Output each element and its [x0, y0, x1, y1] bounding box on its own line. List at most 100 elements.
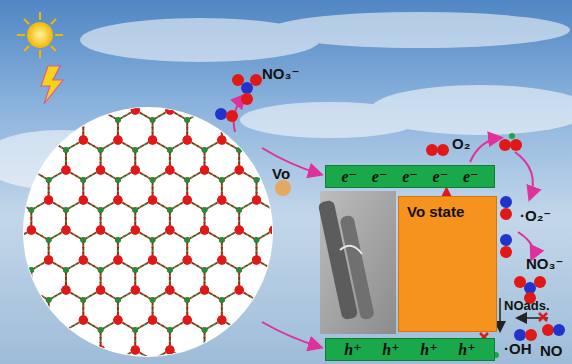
- lattice-bond: [291, 170, 308, 180]
- lattice-bond: [204, 330, 206, 350]
- lattice-atom: [61, 106, 70, 115]
- lattice-atom: [183, 136, 192, 145]
- lattice-atom: [131, 226, 140, 235]
- lattice-bond: [101, 350, 118, 360]
- lattice-bond: [291, 230, 308, 240]
- lattice-atom: [148, 196, 157, 205]
- lattice-atom: [61, 226, 70, 235]
- lattice-atom: [80, 357, 86, 363]
- lattice-atom: [11, 357, 17, 363]
- lattice-bond: [273, 90, 275, 110]
- lattice-atom: [96, 346, 105, 355]
- valence-band: h⁺h⁺h⁺h⁺: [325, 338, 495, 361]
- lattice-bond: [48, 120, 50, 140]
- lattice-bond: [100, 330, 102, 350]
- lattice-atom: [98, 267, 104, 273]
- lattice-atom: [80, 237, 86, 243]
- lattice-bond: [152, 360, 154, 364]
- lattice-atom: [27, 226, 36, 235]
- lattice-atom: [271, 147, 277, 153]
- lattice-atom: [271, 207, 277, 213]
- lattice-bond: [290, 120, 292, 140]
- lattice-atom: [183, 256, 192, 265]
- lattice-bond: [31, 170, 48, 180]
- lattice-bond: [13, 360, 15, 364]
- lattice-atom: [10, 196, 19, 205]
- lattice-atom: [44, 316, 53, 325]
- lattice-atom: [183, 196, 192, 205]
- lattice-bond: [205, 350, 222, 360]
- lattice-bond: [255, 360, 257, 364]
- lattice-atom: [167, 207, 173, 213]
- lattice-bond: [49, 350, 66, 360]
- lattice-atom: [0, 106, 1, 115]
- lattice-bond: [14, 140, 31, 150]
- lattice-atom: [165, 226, 174, 235]
- lattice-atom: [115, 357, 121, 363]
- lattice-atom: [184, 177, 190, 183]
- lattice-atom: [271, 267, 277, 273]
- lattice-atom: [254, 237, 260, 243]
- lattice-bond: [0, 200, 14, 210]
- lattice-bond: [308, 350, 325, 360]
- lattice-atom: [113, 316, 122, 325]
- lattice-atom: [236, 267, 242, 273]
- lattice-atom: [184, 117, 190, 123]
- lattice-bond: [65, 90, 67, 110]
- lattice-atom: [61, 346, 70, 355]
- lattice-bond: [239, 350, 256, 360]
- lattice-bond: [65, 90, 67, 110]
- lattice-bond: [256, 320, 273, 330]
- lattice-bond: [83, 350, 100, 360]
- lattice-bond: [256, 350, 273, 360]
- carrier-symbol: e⁻: [433, 167, 449, 186]
- lattice-atom: [148, 196, 157, 205]
- lattice-bond: [100, 330, 102, 350]
- lattice-bond: [14, 350, 31, 360]
- lattice-atom: [79, 196, 88, 205]
- lattice-bond: [273, 270, 275, 290]
- lattice-atom: [304, 106, 313, 115]
- lattice-atom: [202, 147, 208, 153]
- lattice-bond: [307, 210, 309, 230]
- lattice-atom: [252, 316, 261, 325]
- lattice-atom: [96, 346, 105, 355]
- lattice-bond: [274, 290, 291, 300]
- lattice-atom: [79, 136, 88, 145]
- lattice-atom: [63, 207, 69, 213]
- lattice-atom: [98, 207, 104, 213]
- lattice-atom: [63, 207, 69, 213]
- lattice-bond: [186, 360, 188, 364]
- lattice-atom: [80, 177, 86, 183]
- lattice-bond: [0, 350, 14, 360]
- lattice-atom: [271, 87, 277, 93]
- lattice-atom: [219, 357, 225, 363]
- lattice-atom: [46, 177, 52, 183]
- lattice-atom: [10, 316, 19, 325]
- lattice-atom: [115, 177, 121, 183]
- lattice-bond: [30, 150, 32, 170]
- lattice-bond: [239, 140, 256, 150]
- lattice-bond: [31, 320, 48, 330]
- lattice-disc: [23, 107, 273, 357]
- lattice-atom: [148, 316, 157, 325]
- lattice-atom: [46, 357, 52, 363]
- lattice-bond: [255, 120, 257, 140]
- lattice-atom: [287, 256, 296, 265]
- lattice-atom: [10, 76, 19, 85]
- lattice-atom: [235, 286, 244, 295]
- lattice-bond: [49, 140, 66, 150]
- lattice-atom: [236, 267, 242, 273]
- lattice-atom: [131, 106, 140, 115]
- lattice-atom: [80, 297, 86, 303]
- lattice-atom: [98, 327, 104, 333]
- lattice-atom: [148, 136, 157, 145]
- lattice-atom: [217, 316, 226, 325]
- lattice-atom: [46, 237, 52, 243]
- lattice-atom: [202, 207, 208, 213]
- lattice-atom: [184, 297, 190, 303]
- lattice-atom: [96, 166, 105, 175]
- lattice-atom: [235, 226, 244, 235]
- lattice-bond: [134, 90, 136, 110]
- lattice-atom: [27, 166, 36, 175]
